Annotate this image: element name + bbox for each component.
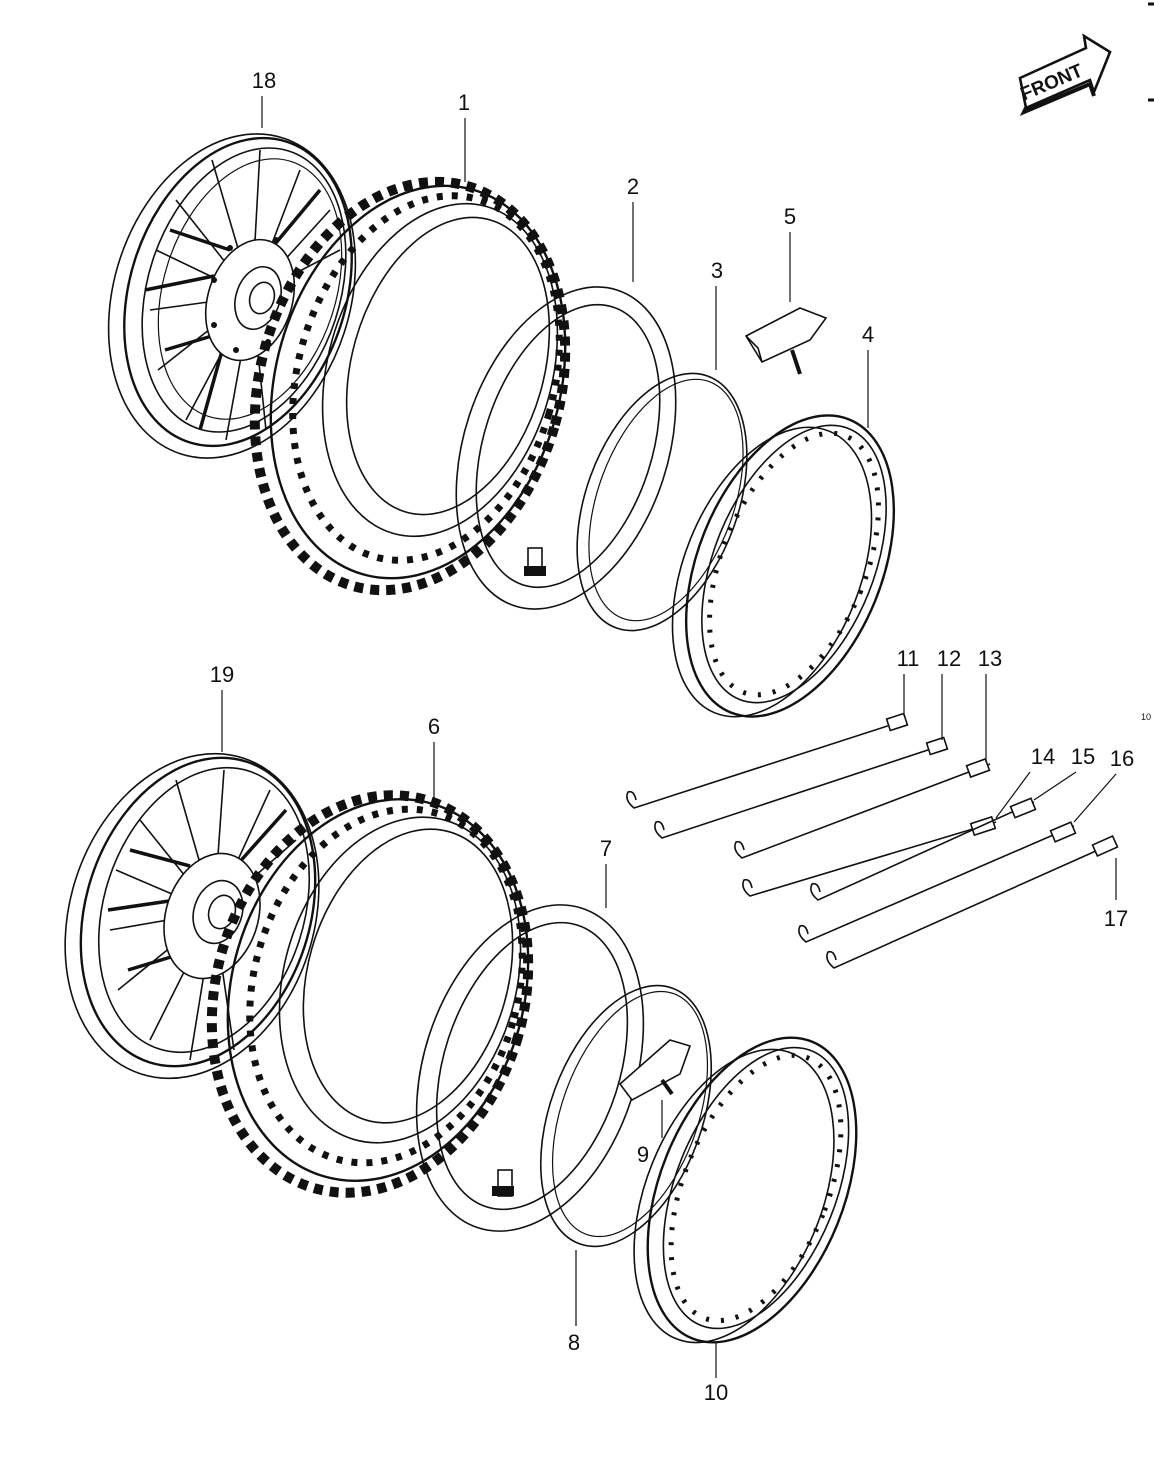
spoke-11: [626, 712, 909, 809]
front-rim-lock: [618, 1039, 692, 1102]
spoke-13: [734, 757, 991, 859]
callout-5: 5: [784, 204, 796, 229]
callout-12: 12: [937, 646, 961, 671]
callout-17: 17: [1104, 906, 1128, 931]
front-tube: [415, 904, 645, 1232]
callout-9: 9: [637, 1142, 649, 1167]
rear-rim-lock: [744, 307, 828, 375]
callout-15: 15: [1071, 744, 1095, 769]
callout-2: 2: [627, 174, 639, 199]
edge-mark: 10: [1141, 712, 1151, 722]
rear-tube: [455, 286, 677, 610]
callout-13: 13: [978, 646, 1002, 671]
callout-14: 14: [1031, 744, 1055, 769]
front-arrow-icon: FRONT: [1018, 33, 1112, 116]
spoke-12: [654, 736, 949, 839]
front-tire: [206, 790, 534, 1198]
callout-6: 6: [428, 714, 440, 739]
spoke-set: [626, 712, 1119, 969]
callout-1: 1: [458, 90, 470, 115]
callout-3: 3: [711, 258, 723, 283]
callout-7: 7: [600, 836, 612, 861]
callout-11: 11: [897, 646, 920, 671]
rear-tire: [249, 176, 571, 596]
front-wheel-hub-assembly: [64, 752, 320, 1080]
callout-10: 10: [704, 1380, 728, 1405]
callout-19: 19: [210, 662, 234, 687]
rear-rim: [671, 414, 896, 718]
spoke-14: [742, 815, 997, 897]
callout-18: 18: [252, 68, 276, 93]
spoke-17: [826, 834, 1119, 969]
front-rim: [633, 1036, 858, 1344]
callout-labels: 18 1 2 5 3 4 19 6 11 12 13 14 15 16 7 17…: [210, 68, 1134, 1405]
spoke-16: [798, 821, 1077, 943]
spoke-15: [810, 797, 1037, 901]
rear-wheel-hub-assembly: [107, 133, 357, 459]
callout-8: 8: [568, 1330, 580, 1355]
callout-4: 4: [862, 322, 874, 347]
callout-16: 16: [1110, 746, 1134, 771]
leader-lines: [221, 96, 1117, 1378]
rear-rim-band: [576, 372, 748, 632]
